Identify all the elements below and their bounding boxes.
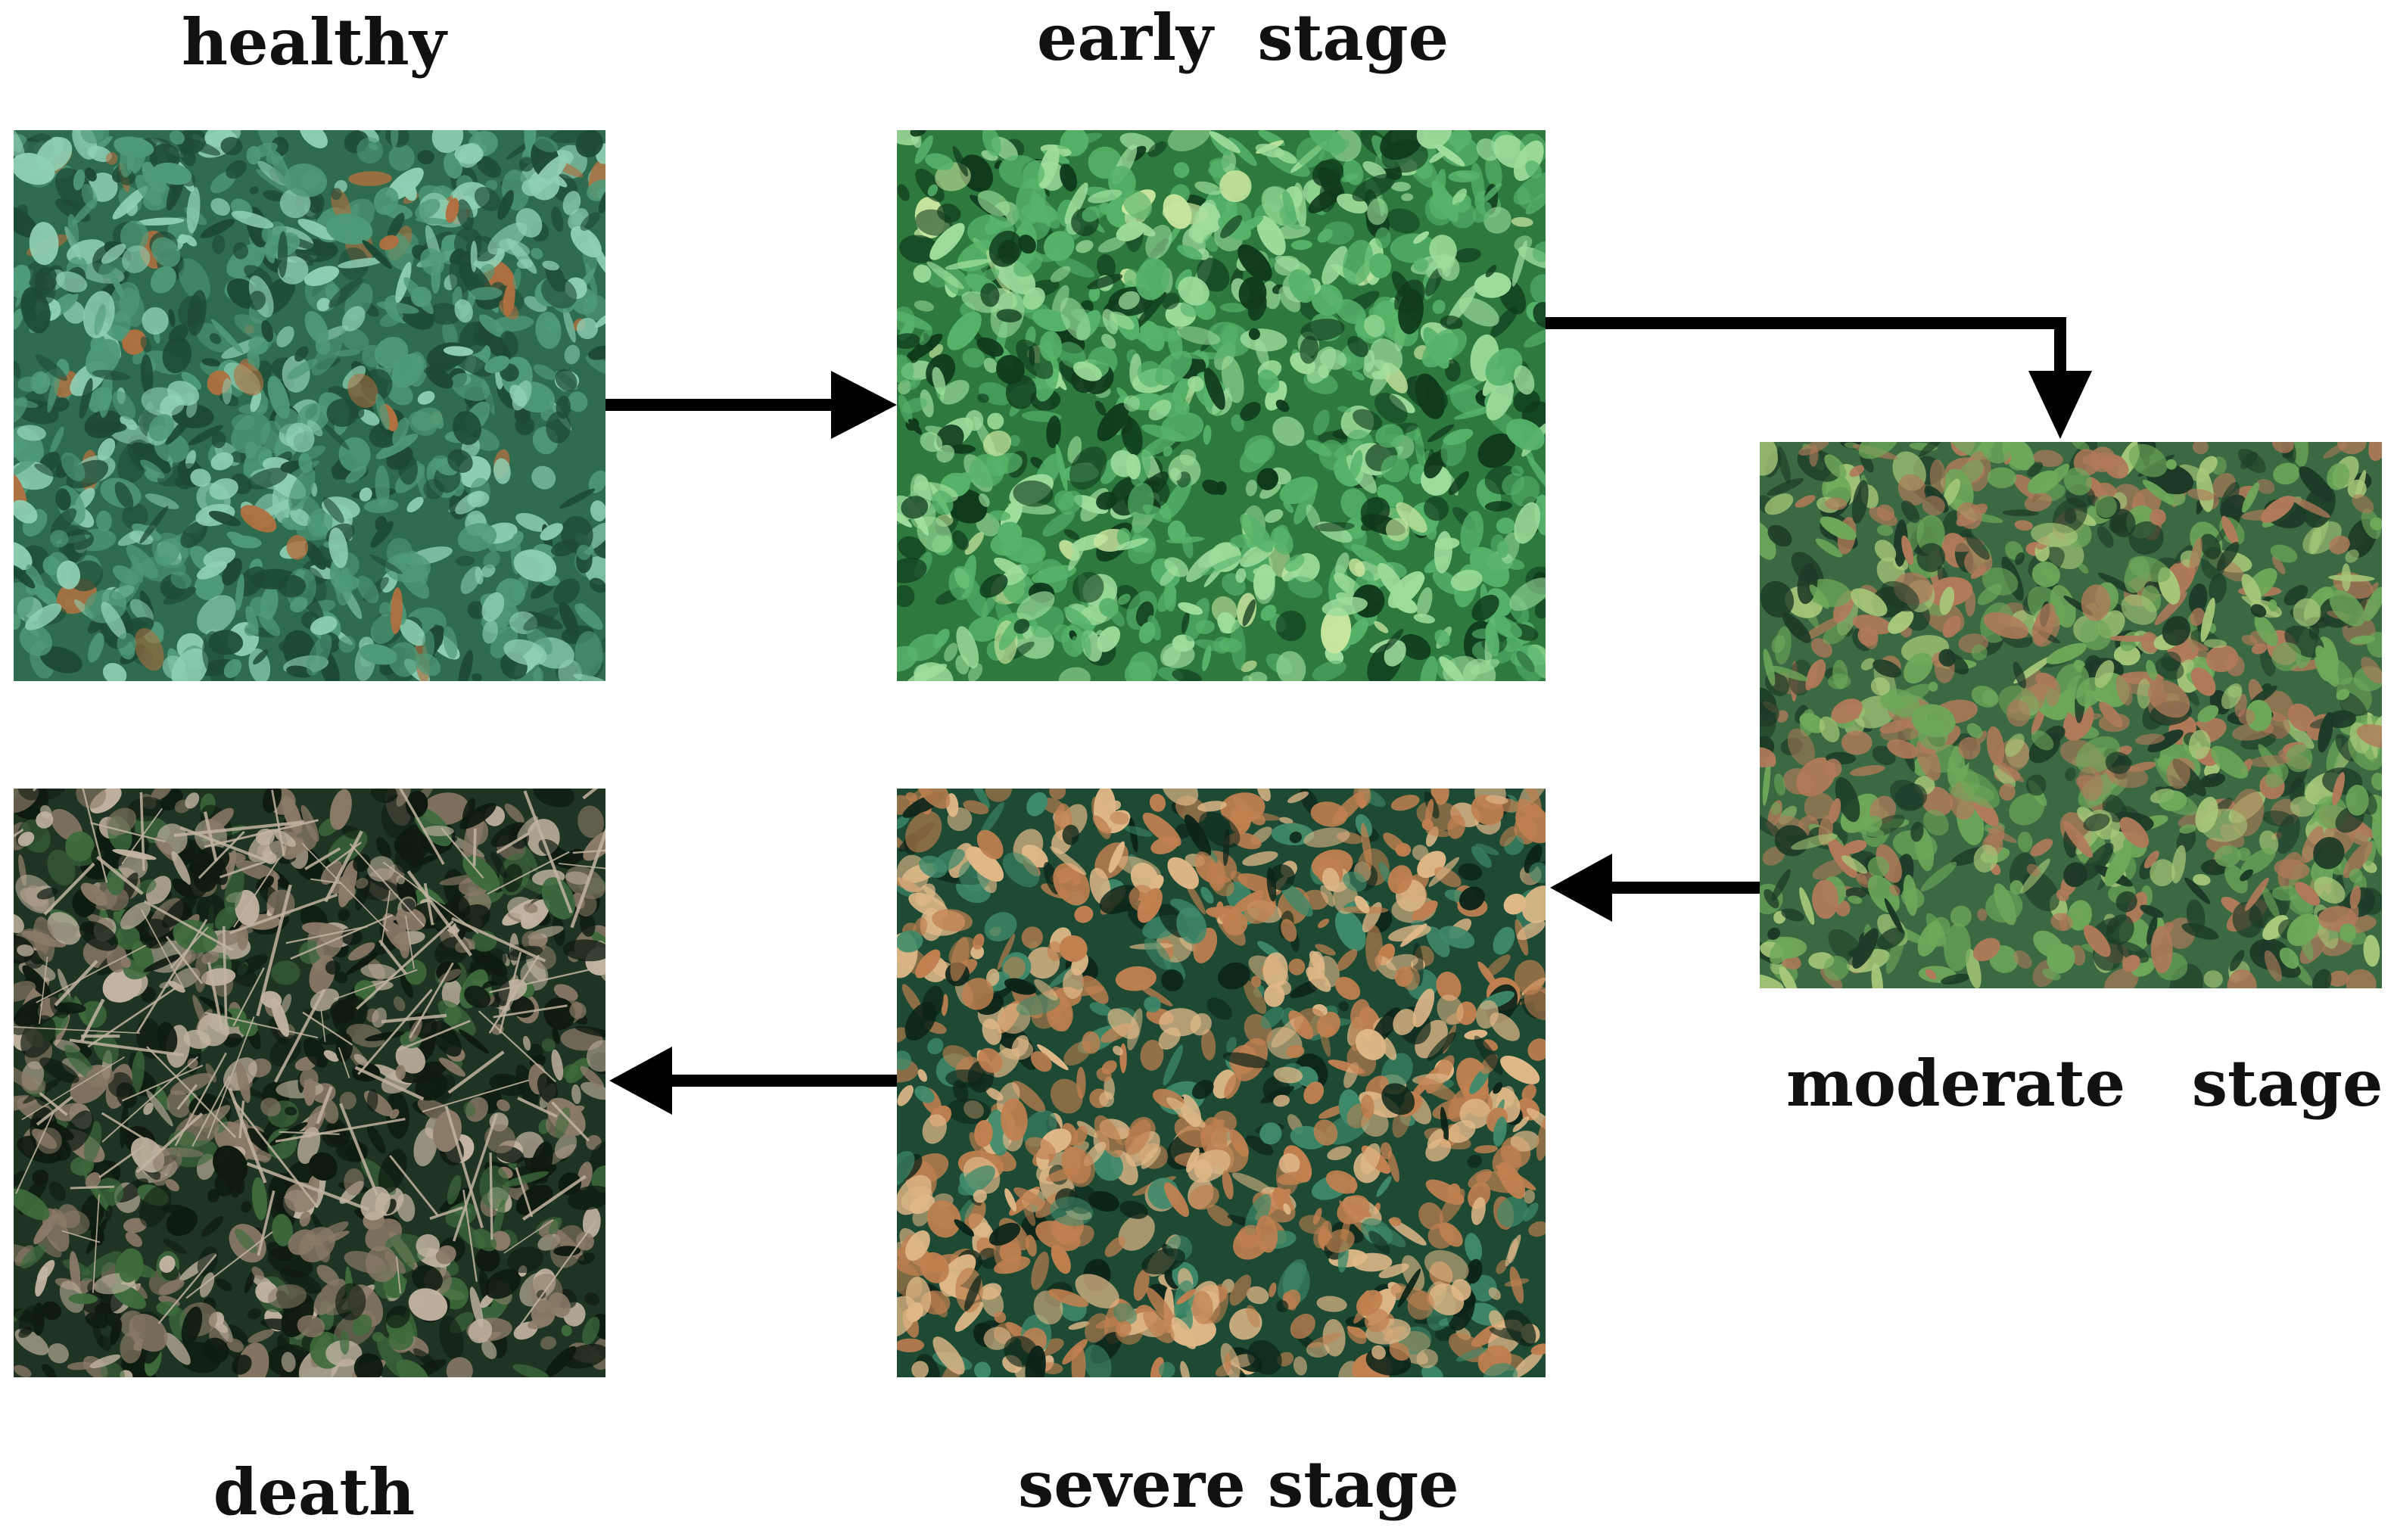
label-moderate-stage: moderate stage [1786, 1046, 2383, 1121]
label-death: death [213, 1454, 416, 1529]
arrow-severe-to-death [609, 1047, 897, 1115]
healthy-canopy-image: Aerial top-down view of a healthy pine c… [14, 130, 606, 681]
label-healthy: healthy [182, 5, 447, 79]
early-stage-canopy-image: Aerial view of a bright green pine canop… [897, 130, 1546, 681]
arrow-healthy-to-early [606, 371, 897, 439]
arrow-early-to-moderate [1546, 317, 2092, 439]
arrow-moderate-to-severe [1550, 854, 1760, 922]
moderate-stage-canopy-image: Aerial view of a pine canopy with mixed … [1760, 442, 2382, 988]
death-canopy-image: Aerial view of a dead pine with bare gre… [14, 789, 606, 1377]
severe-stage-canopy-image: Aerial view of a mostly orange-tan dying… [897, 789, 1546, 1377]
